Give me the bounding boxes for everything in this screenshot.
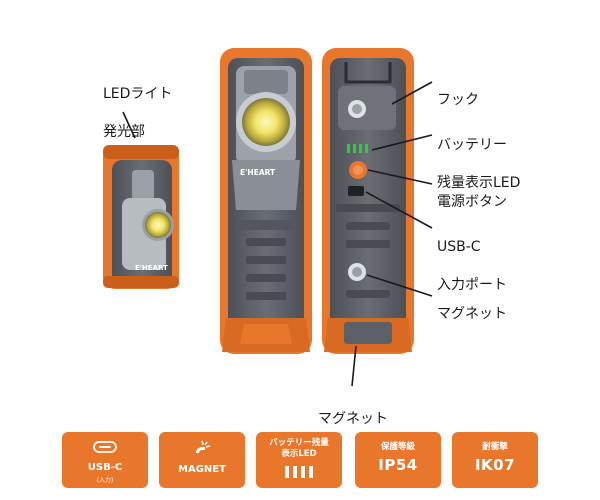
badge-ip54: 保護等級 IP54 xyxy=(355,432,441,488)
battery-led-4 xyxy=(365,144,368,153)
usb-port-icon xyxy=(348,186,364,196)
light-small-view: E'HEART xyxy=(103,145,179,289)
label-battery: バッテリー 残量表示LED xyxy=(437,117,520,212)
label-magnet-bottom: マグネット xyxy=(318,411,388,427)
badge-battery-led: バッテリー残量 表示LED xyxy=(256,432,342,488)
battery-led-2 xyxy=(353,144,356,153)
label-hook: フック xyxy=(437,92,479,108)
label-usb: USB-C 入力ポート xyxy=(437,219,507,314)
callout-lines xyxy=(122,81,433,387)
magnet-badge-icon xyxy=(196,440,211,453)
label-power: 電源ボタン xyxy=(437,194,507,210)
label-led-line1: LEDライト xyxy=(103,86,173,102)
label-usb-line2: 入力ポート xyxy=(437,277,507,293)
brand-logo-front: E'HEART xyxy=(240,168,276,177)
label-battery-line1: バッテリー xyxy=(437,137,507,153)
brand-logo-small: E'HEART xyxy=(135,264,168,272)
hook-icon xyxy=(344,62,392,84)
battery-led-3 xyxy=(359,144,362,153)
battery-bars-icon xyxy=(285,466,313,478)
badge-ik07: 耐衝撃 IK07 xyxy=(452,432,538,488)
usb-c-icon xyxy=(93,441,117,453)
badge-magnet: MAGNET xyxy=(159,432,245,488)
battery-led-1 xyxy=(347,144,350,153)
light-back-view xyxy=(322,48,414,354)
label-battery-line2: 残量表示LED xyxy=(437,175,521,191)
light-front-view: E'HEART xyxy=(220,48,312,354)
led-lens-front xyxy=(242,98,290,146)
led-lens-small xyxy=(145,212,171,238)
label-magnet-right: マグネット xyxy=(437,306,507,322)
label-usb-line1: USB-C xyxy=(437,239,481,255)
badge-usb-c: USB-C (入力) xyxy=(62,432,148,488)
